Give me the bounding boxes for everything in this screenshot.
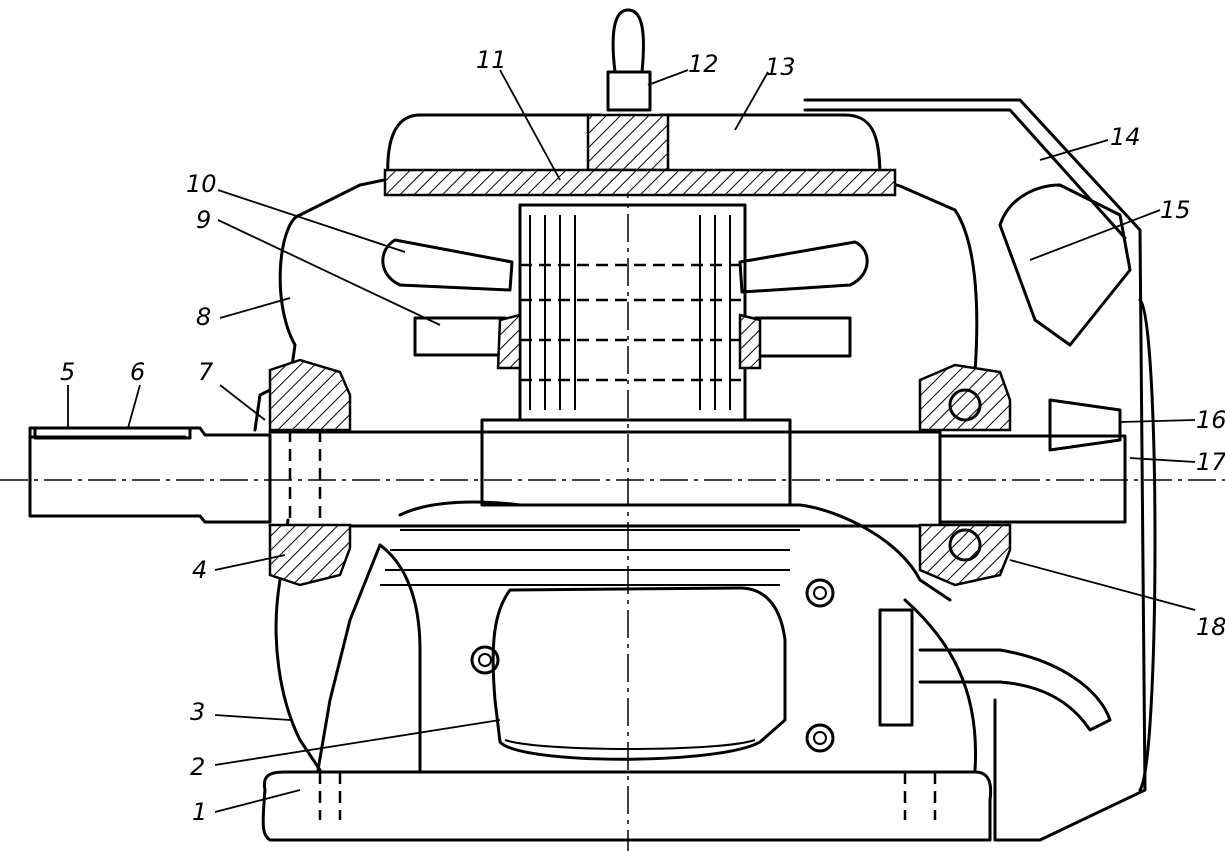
bolt-icon — [470, 578, 835, 753]
housing — [253, 113, 979, 772]
foot-base — [261, 770, 993, 842]
callout-3: 3 — [190, 698, 205, 726]
callout-10: 10 — [186, 170, 217, 198]
fan-impeller — [381, 238, 869, 370]
callout-11: 11 — [476, 46, 507, 74]
callout-15: 15 — [1160, 196, 1191, 224]
terminal-box-cover-inner — [504, 739, 756, 750]
callout-2: 2 — [190, 753, 205, 781]
callout-17: 17 — [1196, 448, 1225, 476]
callout-5: 5 — [60, 358, 75, 386]
top-rail — [383, 168, 897, 197]
callout-12: 12 — [688, 50, 719, 78]
callout-14: 14 — [1110, 123, 1141, 151]
fan-cowl-inner — [803, 108, 1127, 240]
callout-9: 9 — [196, 206, 211, 234]
right-bearing-shield — [918, 363, 1012, 587]
callout-8: 8 — [196, 303, 211, 331]
lifting-eye-bolt — [586, 8, 670, 172]
callout-13: 13 — [765, 53, 796, 81]
left-bearing-shield — [268, 358, 352, 587]
terminal-box-cover — [491, 586, 787, 761]
shaft-key — [33, 426, 192, 440]
terminal-clamp — [878, 608, 914, 727]
fan-cowl — [803, 98, 1147, 842]
shaft — [28, 418, 1127, 528]
callout-16: 16 — [1196, 406, 1225, 434]
callout-4: 4 — [192, 556, 207, 584]
external-fan-hub — [1048, 398, 1122, 452]
external-fan — [998, 183, 1132, 347]
callout-6: 6 — [130, 358, 145, 386]
callout-7: 7 — [198, 358, 214, 386]
callout-1: 1 — [192, 798, 207, 826]
rotor-core — [518, 203, 747, 422]
fan-cover-disc — [1138, 298, 1157, 792]
cable-gland — [918, 648, 1112, 732]
foot-bolt-holes — [318, 772, 937, 820]
callout-18: 18 — [1196, 613, 1225, 641]
leader-lines — [67, 69, 1196, 813]
